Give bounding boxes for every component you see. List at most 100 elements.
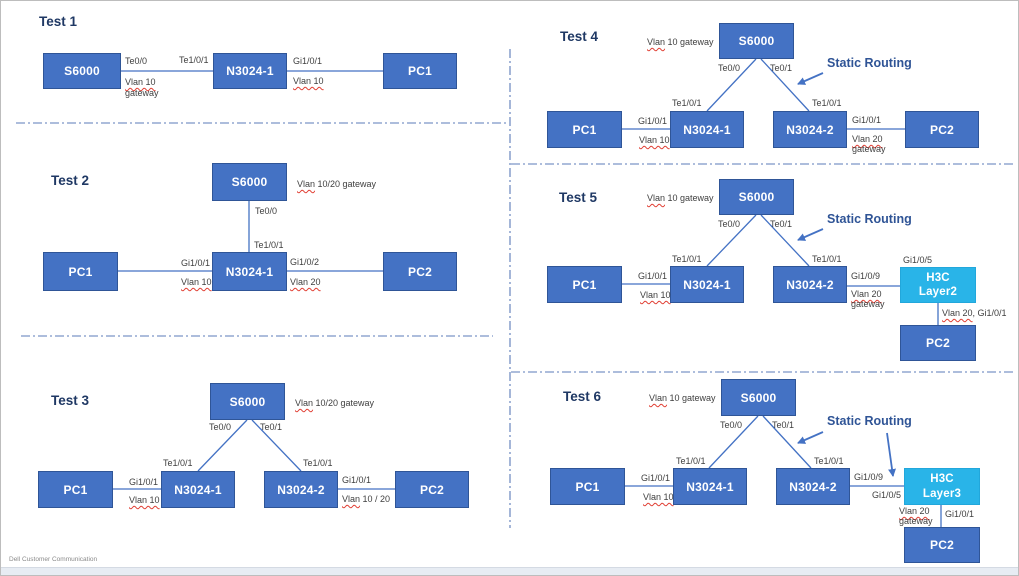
test3-te101-right-port-label: Te1/0/1	[303, 458, 333, 468]
test6-vlan20-label: Vlan 20	[899, 506, 930, 516]
test4-static-routing-label: Static Routing	[827, 56, 912, 70]
test1-vlan10-label: Vlan 10	[293, 76, 324, 86]
test3-te01-port-label: Te0/1	[260, 422, 283, 432]
test3-title: Test 3	[51, 393, 90, 408]
test6-te101-right-port-label: Te1/0/1	[814, 456, 844, 466]
test4-te101-right-port-label: Te1/0/1	[812, 98, 842, 108]
test4-gi101-left-port-label: Gi1/0/1	[638, 116, 668, 126]
test2-te00-port-label: Te0/0	[255, 206, 278, 216]
test2-gi101-port-label: Gi1/0/1	[181, 258, 211, 268]
test5-vlan10-gateway-label: Vlan 10 gateway	[647, 193, 714, 203]
test1-te00-port-label: Te0/0	[125, 56, 148, 66]
test6-static-routing-arrow-2	[886, 432, 896, 477]
test6-te101-left-port-label: Te1/0/1	[676, 456, 706, 466]
test5-pc2-node: PC2	[900, 325, 976, 361]
test6-s6000-node: S6000	[721, 379, 796, 416]
test6-static-routing-arrow-1	[797, 431, 824, 444]
test2-s6000-node: S6000	[212, 163, 287, 201]
test3-n3024-2-node: N3024-2	[264, 471, 338, 508]
test2-vlan-gateway-label: Vlan 10/20 gateway	[297, 179, 377, 189]
test5-te101-left-port-label: Te1/0/1	[672, 254, 702, 264]
test3-vlan10-label: Vlan 10	[129, 495, 160, 505]
test3-pc2-node: PC2	[395, 471, 469, 508]
test4-te01-port-label: Te0/1	[770, 63, 793, 73]
test2-title: Test 2	[51, 173, 90, 188]
test2-gi102-port-label: Gi1/0/2	[290, 257, 320, 267]
test6-n3024-2-node: N3024-2	[776, 468, 850, 505]
test4-gi101-right-port-label: Gi1/0/1	[852, 115, 882, 125]
test6-h3c-line2: Layer3	[922, 487, 962, 500]
test4-vlan10-label: Vlan 10	[639, 135, 670, 145]
test5-gi101-port-label: Gi1/0/1	[638, 271, 668, 281]
test6-gi109-port-label: Gi1/0/9	[854, 472, 884, 482]
test6-gateway-label: gateway	[899, 516, 933, 526]
test3-te00-port-label: Te0/0	[209, 422, 232, 432]
test2-pc2-node: PC2	[383, 252, 457, 291]
test3-gi101-right-port-label: Gi1/0/1	[342, 475, 372, 485]
test6-gi101-right-port-label: Gi1/0/1	[945, 509, 975, 519]
test2-vlan20-label: Vlan 20	[290, 277, 321, 287]
test6-static-routing-label: Static Routing	[827, 414, 912, 428]
test3-vlan10-20-label: Vlan 10 / 20	[342, 494, 391, 504]
test1-n3024-1-node: N3024-1	[213, 53, 287, 89]
test4-title: Test 4	[560, 29, 599, 44]
test6-te01-port-label: Te0/1	[772, 420, 795, 430]
test1-gi101-port-label: Gi1/0/1	[293, 56, 323, 66]
test6-gi105-port-label: Gi1/0/5	[872, 490, 902, 500]
test6-vlan10-label: Vlan 10	[643, 492, 674, 502]
test5-gi109-port-label: Gi1/0/9	[851, 271, 881, 281]
window-bottom-edge	[1, 567, 1018, 575]
test5-static-routing-label: Static Routing	[827, 212, 912, 226]
test2-vlan10-label: Vlan 10	[181, 277, 212, 287]
test6-gi101-left-port-label: Gi1/0/1	[641, 473, 671, 483]
test6-pc2-node: PC2	[904, 527, 980, 563]
test3-n3024-1-node: N3024-1	[161, 471, 235, 508]
test5-title: Test 5	[559, 190, 598, 205]
test5-te01-port-label: Te0/1	[770, 219, 793, 229]
test4-vlan10-gateway-label: Vlan 10 gateway	[647, 37, 714, 47]
test4-s6000-node: S6000	[719, 23, 794, 59]
test6-pc1-node: PC1	[550, 468, 625, 505]
test5-static-routing-arrow	[797, 228, 824, 241]
test1-title: Test 1	[39, 14, 78, 29]
test5-n3024-2-node: N3024-2	[773, 266, 847, 303]
test1-s6000-node: S6000	[43, 53, 121, 89]
test5-vlan10-label: Vlan 10	[640, 290, 671, 300]
test4-pc2-node: PC2	[905, 111, 979, 148]
test1-gateway-label: gateway	[125, 88, 159, 98]
test5-h3c-line2: Layer2	[918, 286, 958, 298]
test5-pc1-node: PC1	[547, 266, 622, 303]
test4-te101-left-port-label: Te1/0/1	[672, 98, 702, 108]
test6-te00-port-label: Te0/0	[720, 420, 743, 430]
test3-te101-left-port-label: Te1/0/1	[163, 458, 193, 468]
test3-s6000-node: S6000	[210, 383, 285, 420]
test5-te101-right-port-label: Te1/0/1	[812, 254, 842, 264]
test1-vlan10-gateway-label: Vlan 10	[125, 77, 156, 87]
test3-vlan-gateway-label: Vlan 10/20 gateway	[295, 398, 375, 408]
test4-pc1-node: PC1	[547, 111, 622, 148]
test5-gi105-port-label: Gi1/0/5	[903, 255, 933, 265]
test4-te00-port-label: Te0/0	[718, 63, 741, 73]
footer-classification-text: Dell Customer Communication	[9, 556, 98, 563]
test5-vlan20-label: Vlan 20	[851, 289, 882, 299]
test5-te00-port-label: Te0/0	[718, 219, 741, 229]
test5-s6000-node: S6000	[719, 179, 794, 215]
test3-pc1-node: PC1	[38, 471, 113, 508]
test3-gi101-left-port-label: Gi1/0/1	[129, 477, 159, 487]
test4-n3024-1-node: N3024-1	[670, 111, 744, 148]
test6-vlan10-gateway-label: Vlan 10 gateway	[649, 393, 716, 403]
test6-n3024-1-node: N3024-1	[673, 468, 747, 505]
test2-pc1-node: PC1	[43, 252, 118, 291]
test4-vlan20-label: Vlan 20	[852, 134, 883, 144]
test5-gateway-label: gateway	[851, 299, 885, 309]
test4-static-routing-arrow	[797, 72, 824, 85]
test2-te101-port-label: Te1/0/1	[254, 240, 284, 250]
test4-gateway-label: gateway	[852, 144, 886, 154]
test1-pc1-node: PC1	[383, 53, 457, 89]
test5-vlan20-gi101-label: Vlan 20, Gi1/0/1	[942, 308, 1007, 318]
test6-title: Test 6	[563, 389, 602, 404]
test5-n3024-1-node: N3024-1	[670, 266, 744, 303]
